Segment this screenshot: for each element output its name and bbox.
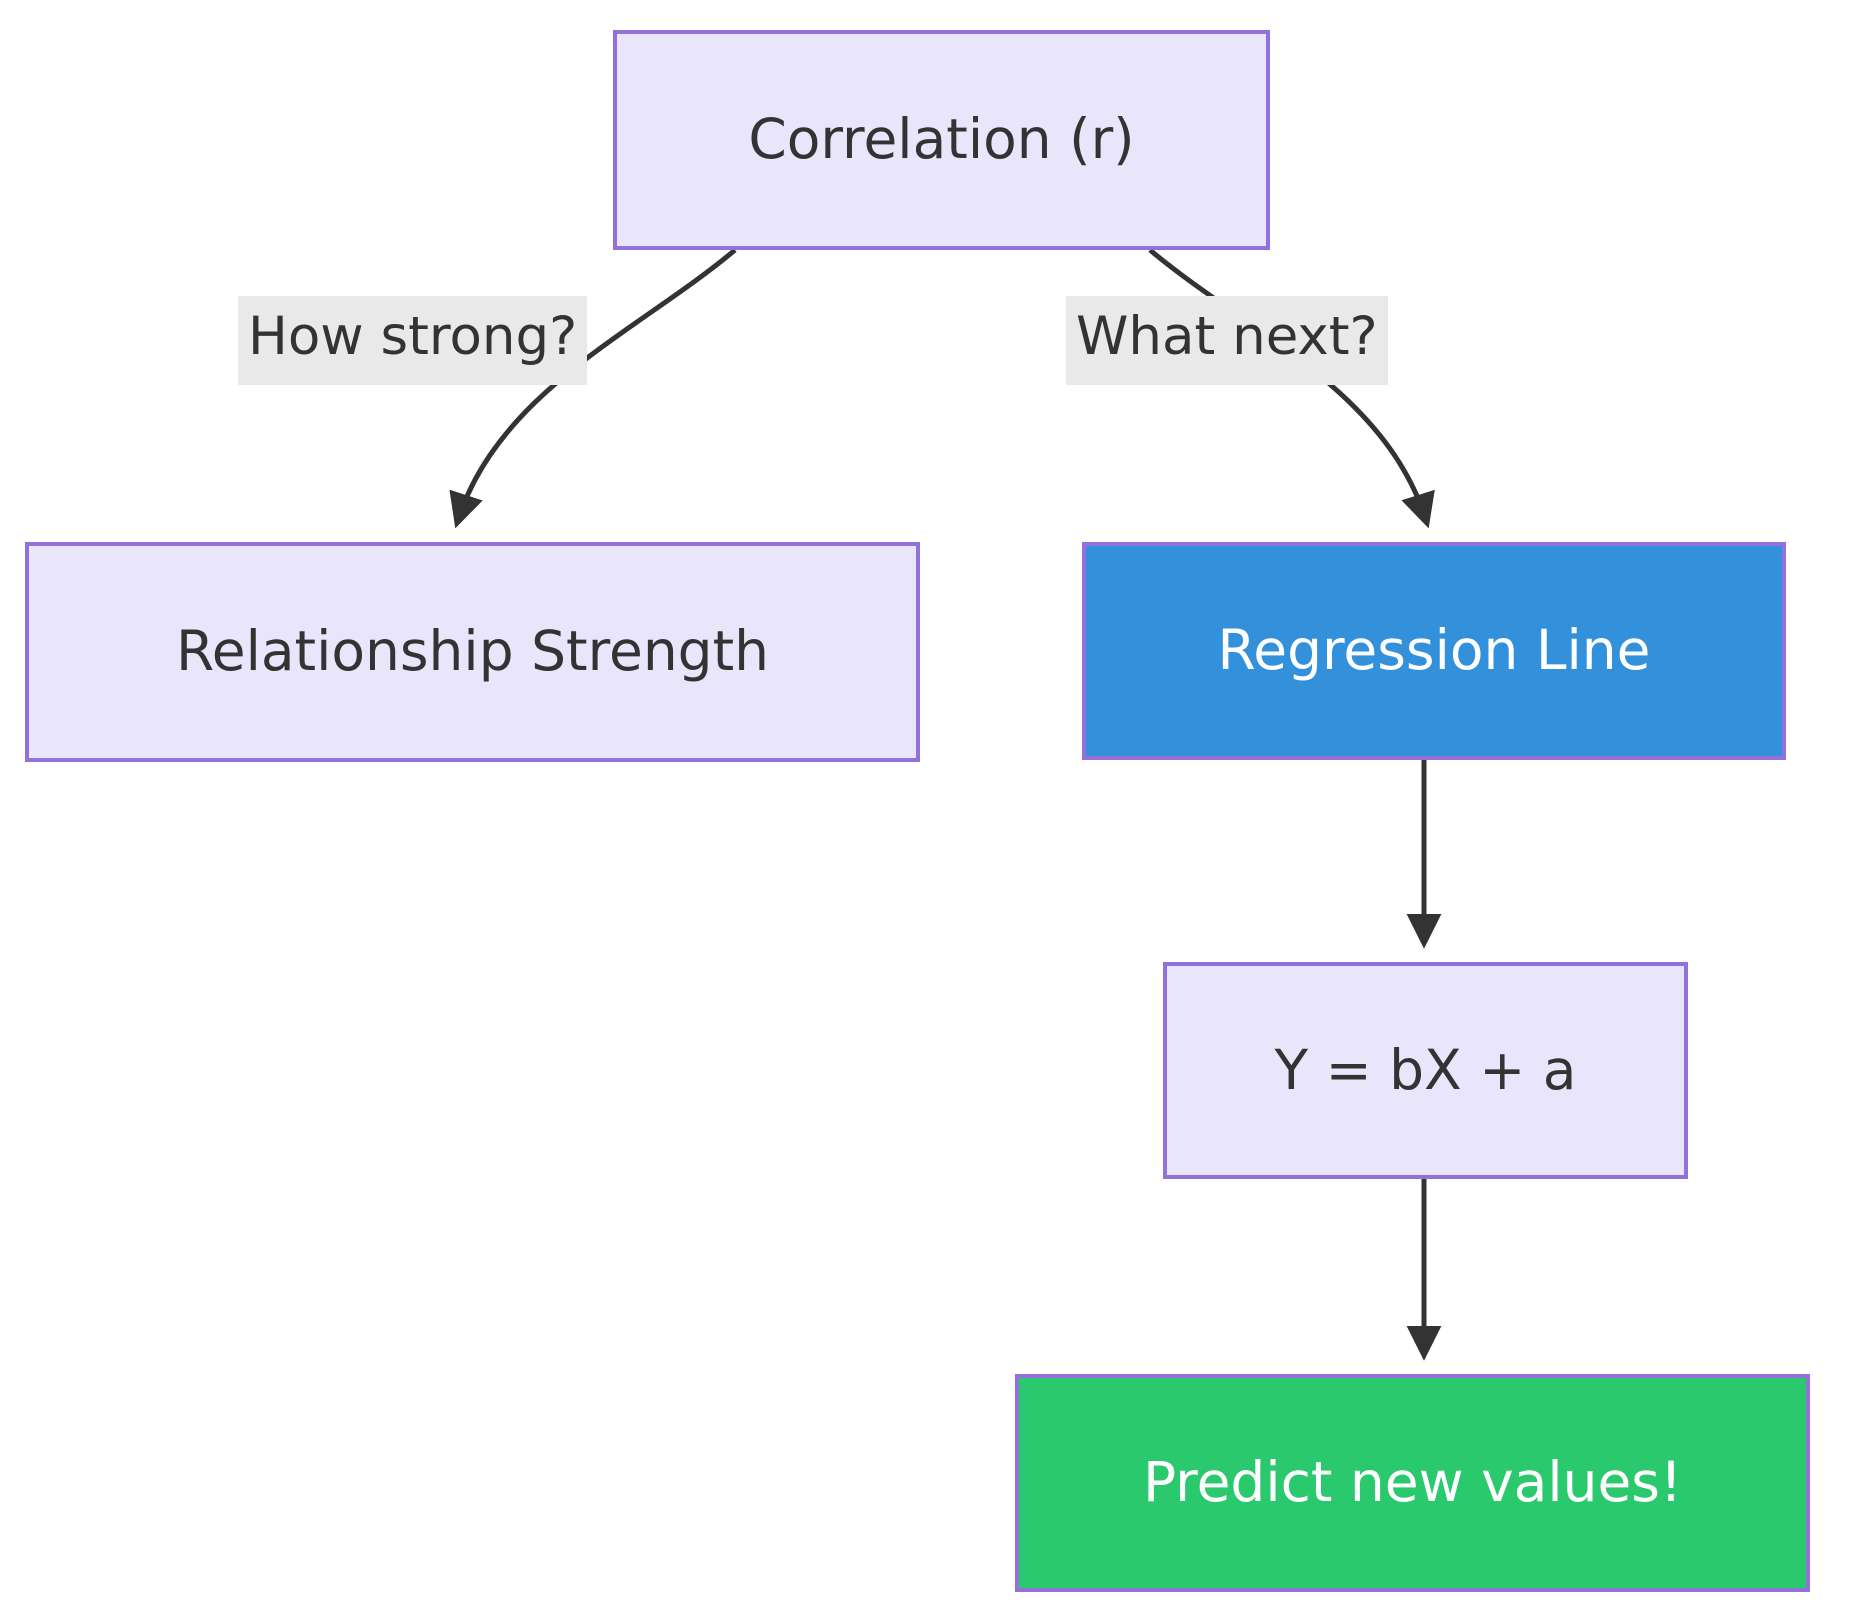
node-equation[interactable]: Y = bX + a [1163, 962, 1688, 1179]
edge-label-how-strong: How strong? [238, 296, 588, 385]
node-relationship-strength[interactable]: Relationship Strength [25, 542, 920, 762]
edge-label-what-next: What next? [1066, 296, 1388, 385]
node-regression-line[interactable]: Regression Line [1082, 542, 1786, 760]
node-correlation-label: Correlation (r) [748, 107, 1135, 172]
node-equation-label: Y = bX + a [1274, 1037, 1577, 1102]
node-relationship-strength-label: Relationship Strength [175, 619, 770, 684]
edge-correlation-to-relationship-strength [449, 248, 737, 529]
node-correlation[interactable]: Correlation (r) [613, 30, 1270, 250]
node-predict-label: Predict new values! [1142, 1450, 1683, 1515]
node-predict[interactable]: Predict new values! [1015, 1374, 1810, 1592]
edge-correlation-to-regression-line [1148, 248, 1435, 529]
node-regression-line-label: Regression Line [1217, 618, 1651, 683]
